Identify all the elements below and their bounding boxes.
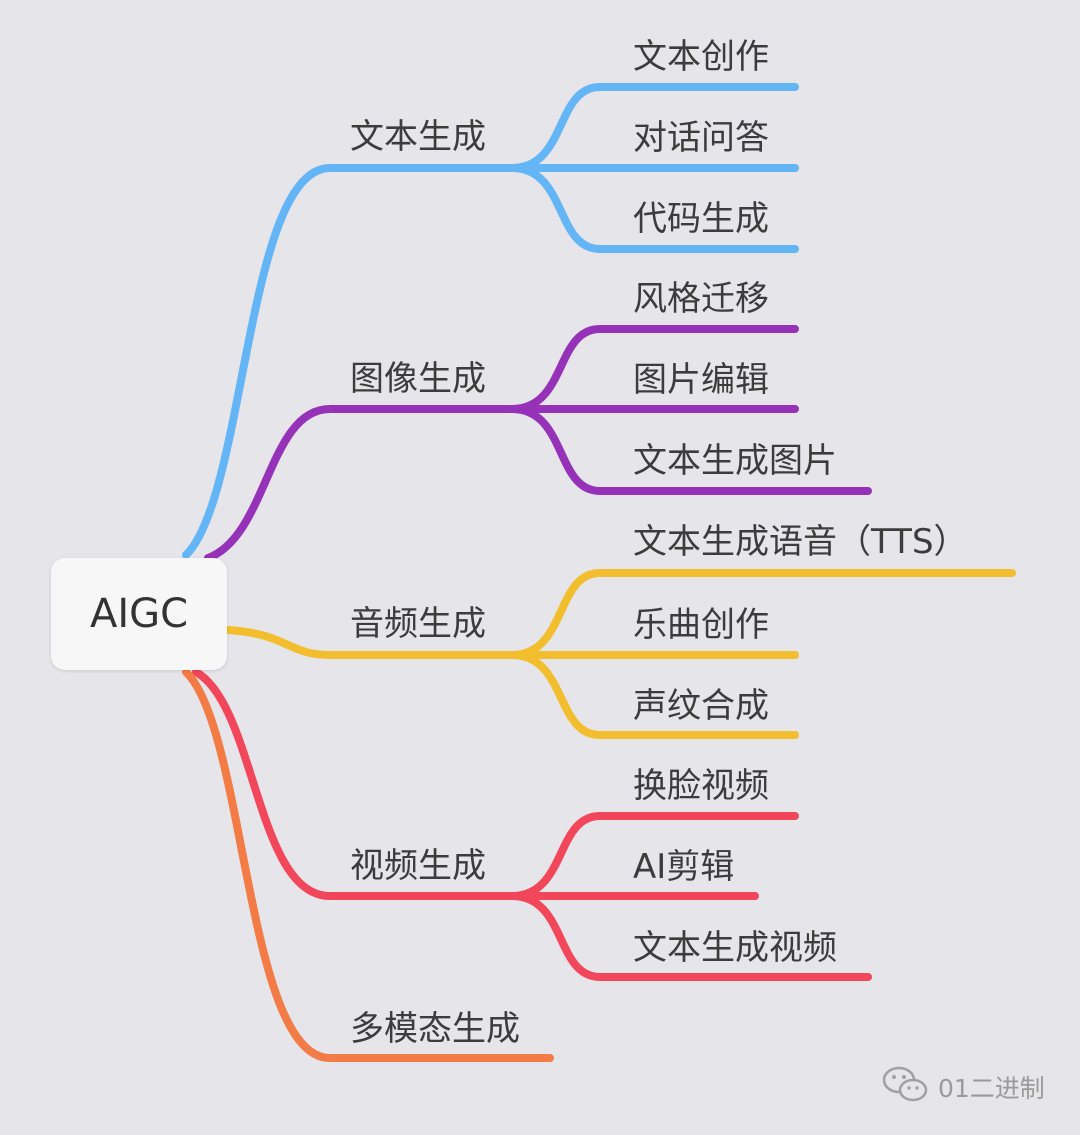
leaf-connector bbox=[508, 651, 799, 739]
leaf-code-generation[interactable]: 代码生成 bbox=[633, 199, 769, 239]
branch-multimodal-generation[interactable]: 多模态生成 bbox=[350, 1009, 520, 1049]
leaf-connector bbox=[508, 405, 872, 495]
branch-text-generation[interactable]: 文本生成 bbox=[350, 117, 486, 157]
root-node[interactable]: AIGC bbox=[51, 558, 227, 670]
branch-connector bbox=[204, 405, 516, 562]
branch-connector bbox=[182, 164, 516, 559]
branch-audio-generation[interactable]: 音频生成 bbox=[350, 604, 486, 644]
leaf-text-to-image[interactable]: 文本生成图片 bbox=[633, 441, 837, 481]
branch-image-generation[interactable]: 图像生成 bbox=[350, 359, 486, 399]
wechat-icon bbox=[882, 1064, 928, 1110]
watermark-text: 01二进制 bbox=[938, 1074, 1045, 1103]
leaf-connector bbox=[508, 892, 872, 981]
leaf-face-swap-video[interactable]: 换脸视频 bbox=[633, 766, 769, 806]
leaf-style-transfer[interactable]: 风格迁移 bbox=[633, 279, 769, 319]
branch-connector bbox=[224, 626, 516, 659]
leaf-text-to-video[interactable]: 文本生成视频 bbox=[633, 928, 837, 968]
leaf-text-to-speech[interactable]: 文本生成语音（TTS） bbox=[633, 522, 968, 562]
leaf-image-editing[interactable]: 图片编辑 bbox=[633, 360, 769, 400]
leaf-text-creation[interactable]: 文本创作 bbox=[633, 37, 769, 77]
leaf-voiceprint-synthesis[interactable]: 声纹合成 bbox=[633, 686, 769, 726]
watermark: 01二进制 bbox=[882, 1064, 1045, 1110]
branch-video-generation[interactable]: 视频生成 bbox=[350, 846, 486, 886]
leaf-dialog-qa[interactable]: 对话问答 bbox=[633, 118, 769, 158]
branch-connector bbox=[182, 668, 554, 1062]
leaf-ai-editing[interactable]: AI剪辑 bbox=[633, 847, 735, 887]
leaf-connector bbox=[508, 164, 799, 253]
leaf-music-creation[interactable]: 乐曲创作 bbox=[633, 605, 769, 645]
root-node-label: AIGC bbox=[89, 591, 189, 637]
branch-connector bbox=[192, 668, 516, 900]
